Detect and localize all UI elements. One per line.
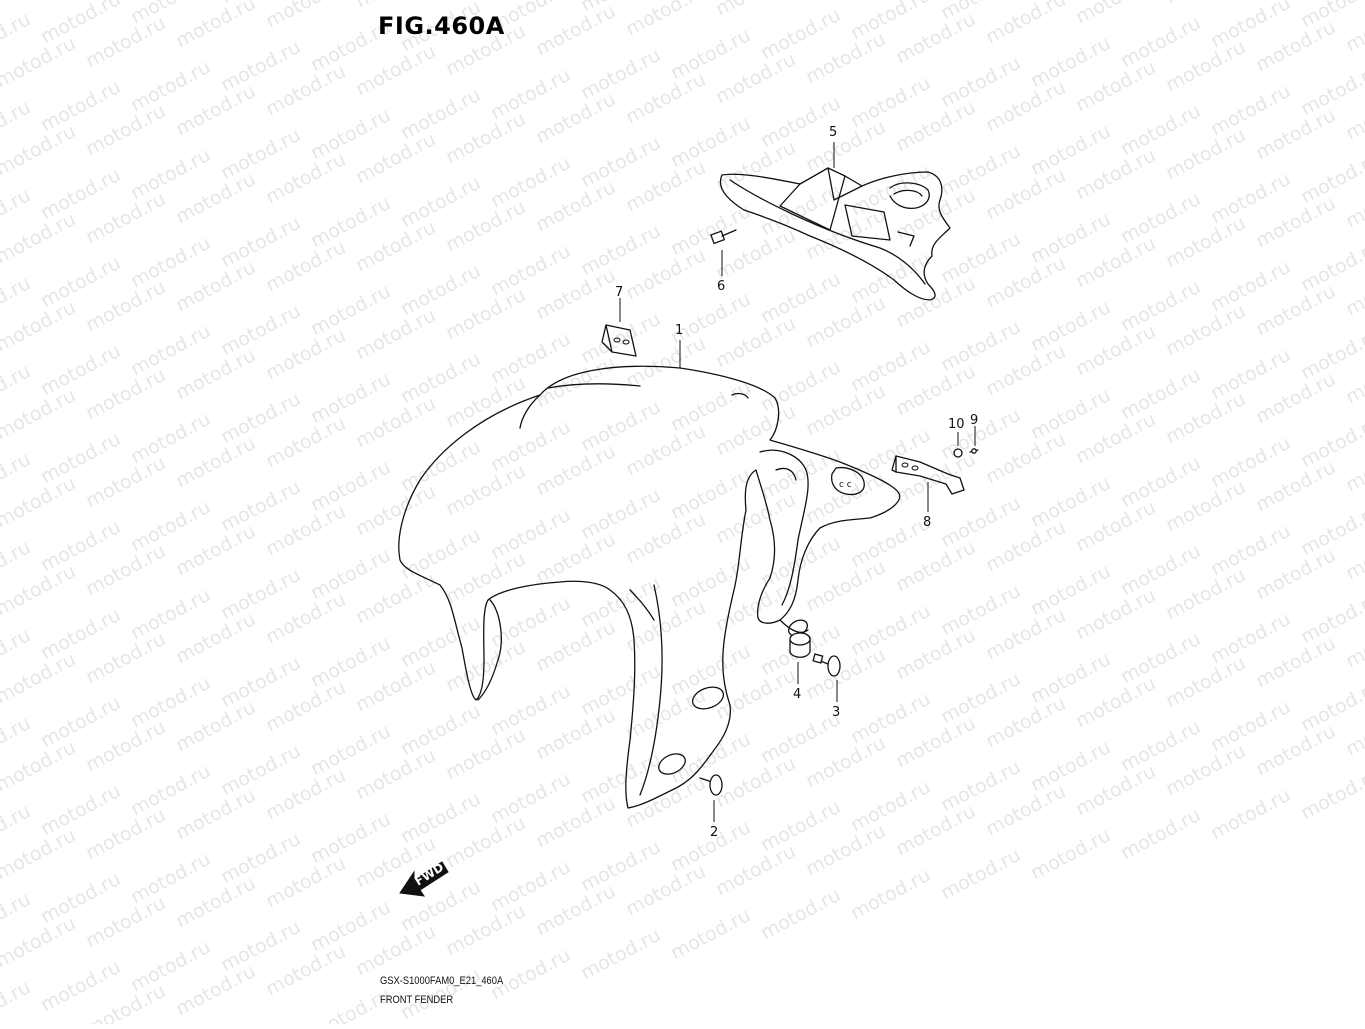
watermark-text: motod.ru — [0, 976, 34, 1024]
watermark-text: motod.ru — [0, 0, 79, 4]
watermark-text: motod.ru — [937, 844, 1024, 904]
watermark-text: motod.ru — [1117, 804, 1204, 864]
watermark-text: motod.ru — [0, 560, 79, 620]
watermark-text: motod.ru — [0, 32, 79, 92]
watermark-text: motod.ru — [0, 912, 79, 972]
watermark-text: motod.ru — [982, 0, 1069, 48]
watermark-text: motod.ru — [352, 0, 439, 12]
callout-2: 2 — [710, 825, 718, 840]
watermark-text: motod.ru — [712, 0, 799, 20]
watermark-text: motod.ru — [0, 120, 79, 180]
watermark-text: motod.ru — [1162, 0, 1249, 8]
figure-model-code: GSX-S1000FAM0_E21_460A — [380, 975, 503, 987]
watermark-text: motod.ru — [1072, 0, 1159, 28]
watermark-text: motod.ru — [0, 472, 79, 532]
svg-text:c c: c c — [839, 480, 852, 490]
watermark-text: motod.ru — [0, 736, 79, 796]
callout-10: 10 — [948, 417, 965, 432]
watermark-text: motod.ru — [1027, 824, 1114, 884]
watermark-text: motod.ru — [667, 904, 754, 964]
watermark-text: motod.ru — [1297, 764, 1365, 824]
watermark-text: motod.ru — [0, 208, 79, 268]
watermark-text: motod.ru — [0, 384, 79, 444]
watermark-text: motod.ru — [262, 0, 349, 32]
watermark-text: motod.ru — [0, 648, 79, 708]
watermark-text: motod.ru — [1207, 784, 1294, 844]
callout-9: 9 — [970, 413, 978, 428]
watermark-text: motod.ru — [172, 0, 259, 52]
callout-5: 5 — [829, 125, 837, 140]
callout-6: 6 — [717, 279, 725, 294]
watermark-text: motod.ru — [0, 296, 79, 356]
callout-1: 1 — [675, 323, 683, 338]
watermark-text: motod.ru — [577, 924, 664, 984]
watermark-text: motod.ru — [847, 864, 934, 924]
watermark-text: motod.ru — [0, 824, 79, 884]
callout-3: 3 — [832, 705, 840, 720]
callout-4: 4 — [793, 687, 801, 702]
callout-8: 8 — [923, 515, 931, 530]
callout-7: 7 — [615, 285, 623, 300]
watermark-text: motod.ru — [622, 0, 709, 40]
figure-title: FIG.460A — [378, 12, 505, 40]
figure-name: FRONT FENDER — [380, 994, 453, 1006]
watermark-text: motod.ru — [757, 884, 844, 944]
